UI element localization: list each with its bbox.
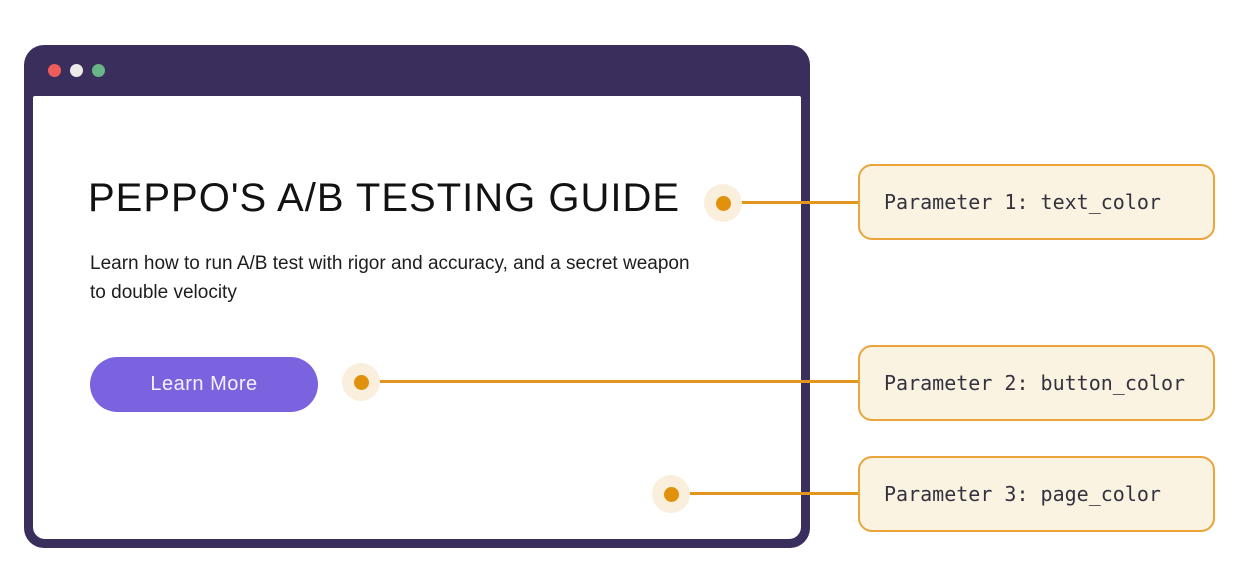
connector-line-page-color [671, 492, 858, 495]
annotation-label: Parameter 1: text_color [884, 190, 1161, 214]
page-title: PEPPO'S A/B TESTING GUIDE [88, 176, 681, 220]
page-content [33, 96, 801, 539]
traffic-light-white-icon [70, 64, 83, 77]
marker-text-color [704, 184, 742, 222]
connector-line-button-color [361, 380, 858, 383]
connector-line-text-color [723, 201, 858, 204]
annotation-callout-text-color: Parameter 1: text_color [858, 164, 1215, 240]
traffic-light-green-icon [92, 64, 105, 77]
marker-button-color [342, 363, 380, 401]
marker-dot-icon [663, 486, 679, 502]
traffic-light-red-icon [48, 64, 61, 77]
marker-page-color [652, 475, 690, 513]
marker-dot-icon [353, 374, 369, 390]
browser-window [24, 45, 810, 548]
annotation-callout-button-color: Parameter 2: button_color [858, 345, 1215, 421]
marker-dot-icon [715, 195, 731, 211]
learn-more-button[interactable]: Learn More [90, 357, 318, 412]
page-subtitle: Learn how to run A/B test with rigor and… [90, 253, 690, 303]
annotation-label: Parameter 2: button_color [884, 371, 1186, 395]
annotation-callout-page-color: Parameter 3: page_color [858, 456, 1215, 532]
annotation-label: Parameter 3: page_color [884, 482, 1161, 506]
window-titlebar [24, 45, 810, 96]
